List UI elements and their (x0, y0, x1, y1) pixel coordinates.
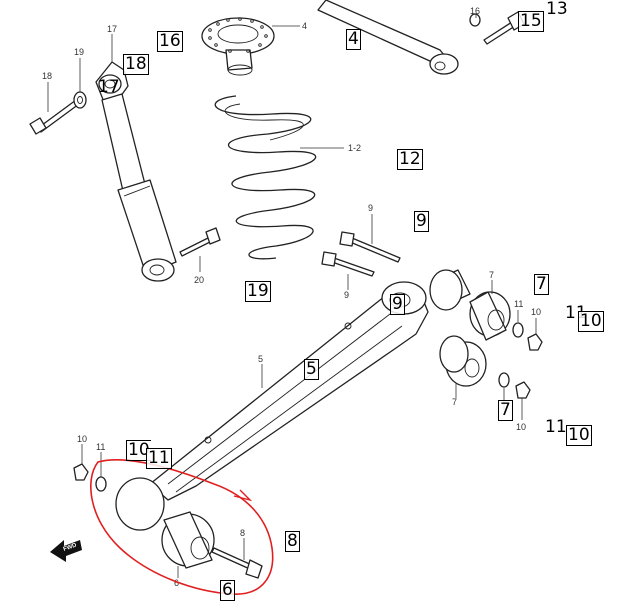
callout-7-upper: 7 (489, 270, 494, 280)
spring-seat-4 (201, 17, 275, 76)
label-19: 19 (245, 281, 271, 302)
label-9-lower: 9 (390, 294, 405, 315)
callout-6: 6 (174, 578, 179, 588)
bolt-6 (211, 547, 263, 579)
callout-8: 8 (240, 528, 245, 538)
callout-1-2: 1-2 (348, 143, 361, 153)
label-5: 5 (304, 359, 319, 380)
label-11-left: 11 (146, 448, 172, 469)
trailing-arm (149, 281, 429, 501)
callout-19: 19 (74, 47, 84, 57)
callout-16: 16 (470, 6, 480, 16)
callout-7-lower: 7 (452, 397, 457, 407)
bolt-9-lower (321, 251, 375, 277)
label-16: 16 (157, 31, 183, 52)
nut-10-left (73, 463, 89, 481)
rear-bushing (115, 477, 215, 569)
callout-18: 18 (42, 71, 52, 81)
label-6: 6 (220, 580, 235, 601)
washer-11-left (95, 476, 107, 492)
bolt-20 (179, 227, 221, 257)
shock-absorber (95, 61, 177, 282)
upper-link (317, 0, 459, 75)
label-10-upper: 10 (578, 311, 604, 332)
leader-lines (47, 14, 537, 578)
label-13: 13 (546, 0, 568, 19)
label-10-lower: 10 (566, 425, 592, 446)
label-9-upper: 9 (414, 211, 429, 232)
washer-16 (469, 13, 481, 27)
label-7-right: 7 (534, 274, 549, 295)
label-7-lower: 7 (498, 400, 513, 421)
callout-5: 5 (258, 354, 263, 364)
label-15: 15 (518, 11, 544, 32)
forward-arrow-icon (50, 540, 82, 562)
coil-spring (214, 95, 317, 260)
fwd-text: FWD (63, 542, 79, 553)
nut-10-lower (515, 381, 531, 399)
bushing-7-lower (439, 335, 487, 387)
label-11-lower: 11 (545, 417, 567, 437)
bolt-18 (29, 99, 80, 135)
callout-10-upper: 10 (531, 307, 541, 317)
washer-19 (73, 91, 87, 109)
red-annotation (90, 459, 274, 595)
callout-11-upper: 11 (514, 299, 523, 309)
label-17: 17 (98, 77, 120, 97)
callout-9-top: 9 (368, 203, 373, 213)
label-4: 4 (346, 29, 361, 50)
label-8: 8 (285, 531, 300, 552)
callout-numbers: 18 19 17 4 16 1-2 9 9 20 5 7 11 10 7 10 … (42, 6, 541, 588)
callout-9-bottom: 9 (344, 290, 349, 300)
label-10-left: 10 (126, 440, 151, 461)
callout-11-left: 11 (96, 442, 105, 452)
bolt-9-upper (339, 231, 401, 263)
callout-20: 20 (194, 275, 204, 285)
nut-10-upper (527, 333, 543, 351)
callout-4: 4 (302, 21, 307, 31)
callout-10-lower: 10 (516, 422, 526, 432)
bushing-7-upper (429, 269, 511, 341)
label-18: 18 (123, 54, 149, 75)
washer-11-lower (498, 372, 510, 388)
washer-11-upper (512, 322, 524, 338)
callout-17: 17 (107, 24, 117, 34)
callout-10-left: 10 (77, 434, 87, 444)
label-12: 12 (397, 149, 423, 170)
